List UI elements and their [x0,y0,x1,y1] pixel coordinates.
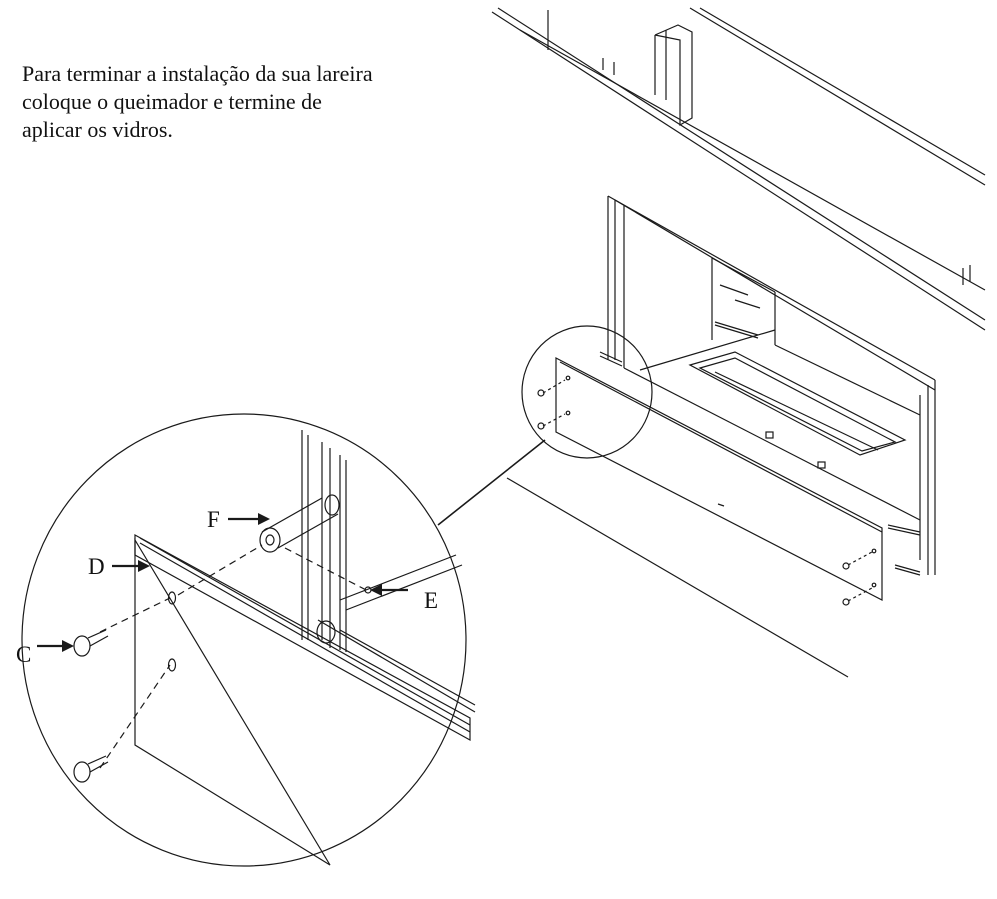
callout-label-c: C [16,642,31,667]
callout-label-d: D [88,554,105,579]
enlarged-detail-view [21,413,476,867]
instruction-text: Para terminar a instalação da sua lareir… [22,60,492,144]
callout-labels: F D E C [16,507,438,667]
instruction-line-3: aplicar os vidros. [22,117,173,142]
upper-wall-section [491,7,986,331]
instruction-line-1: Para terminar a instalação da sua lareir… [22,61,373,86]
fireplace-box [607,195,936,576]
front-glass-panel [506,351,883,678]
callout-label-e: E [424,588,438,613]
instruction-line-2: coloque o queimador e termine de [22,89,322,114]
detail-reference-circle [437,325,653,526]
callout-label-f: F [207,507,220,532]
callout-arrows [37,513,408,652]
